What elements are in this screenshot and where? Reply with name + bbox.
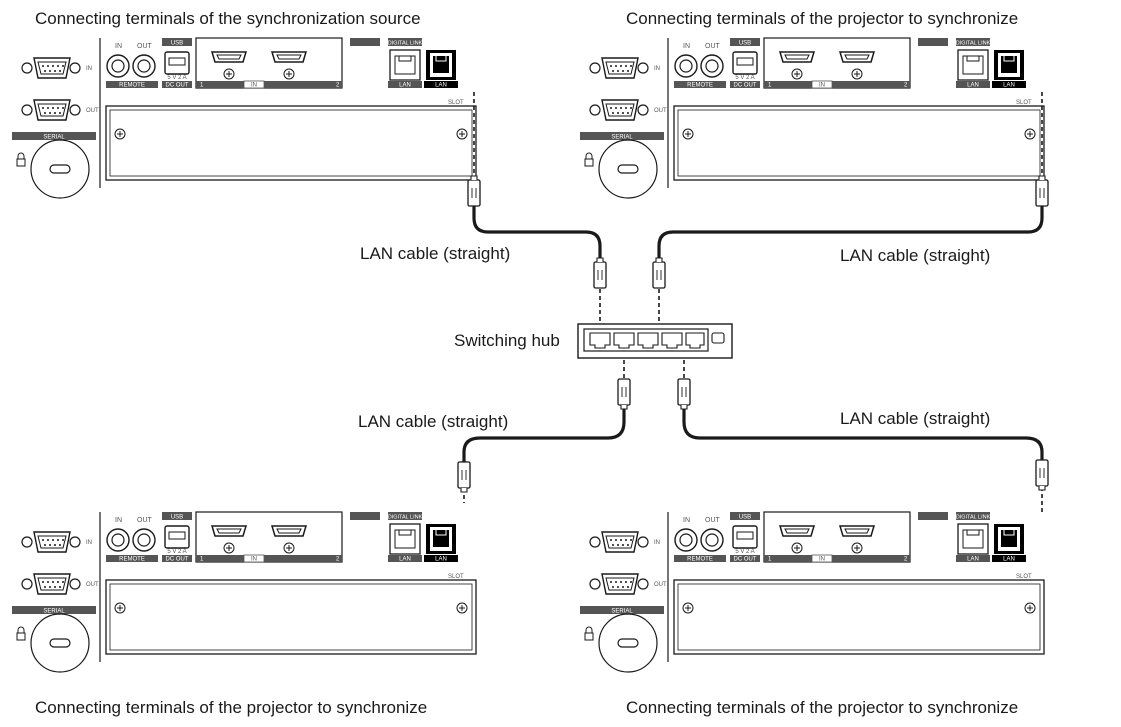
cable-label-bottom-left: LAN cable (straight)	[358, 412, 509, 431]
caption-projector-bottom-right: Connecting terminals of the projector to…	[626, 698, 1019, 717]
lan-plug-projector-top-right	[1035, 175, 1049, 207]
lan-plug-hub-2	[652, 257, 666, 289]
switching-hub-label: Switching hub	[454, 331, 560, 350]
lan-plug-hub-3	[617, 378, 631, 410]
caption-sync-source: Connecting terminals of the synchronizat…	[35, 9, 421, 28]
lan-plug-projector-bottom-right	[1035, 459, 1049, 491]
lan-plug-projector-bottom-left	[457, 461, 471, 493]
cable-label-top-right: LAN cable (straight)	[840, 246, 991, 265]
panel-projector-bottom-left	[11, 511, 477, 673]
cable-dashed-segments	[463, 92, 1043, 512]
caption-projector-top-right: Connecting terminals of the projector to…	[626, 9, 1019, 28]
lan-plug-hub-4	[677, 378, 691, 410]
caption-projector-bottom-left: Connecting terminals of the projector to…	[35, 698, 428, 717]
panel-projector-bottom-right	[579, 511, 1045, 673]
lan-plug-hub-1	[593, 257, 607, 289]
cable-label-bottom-right: LAN cable (straight)	[840, 409, 991, 428]
switching-hub	[577, 323, 733, 359]
panel-sync-source	[11, 37, 477, 199]
panel-projector-top-right	[579, 37, 1045, 199]
lan-plug-sync-source	[467, 175, 481, 207]
cable-label-top-left: LAN cable (straight)	[360, 244, 511, 263]
cable-solid-segments	[462, 204, 1044, 464]
